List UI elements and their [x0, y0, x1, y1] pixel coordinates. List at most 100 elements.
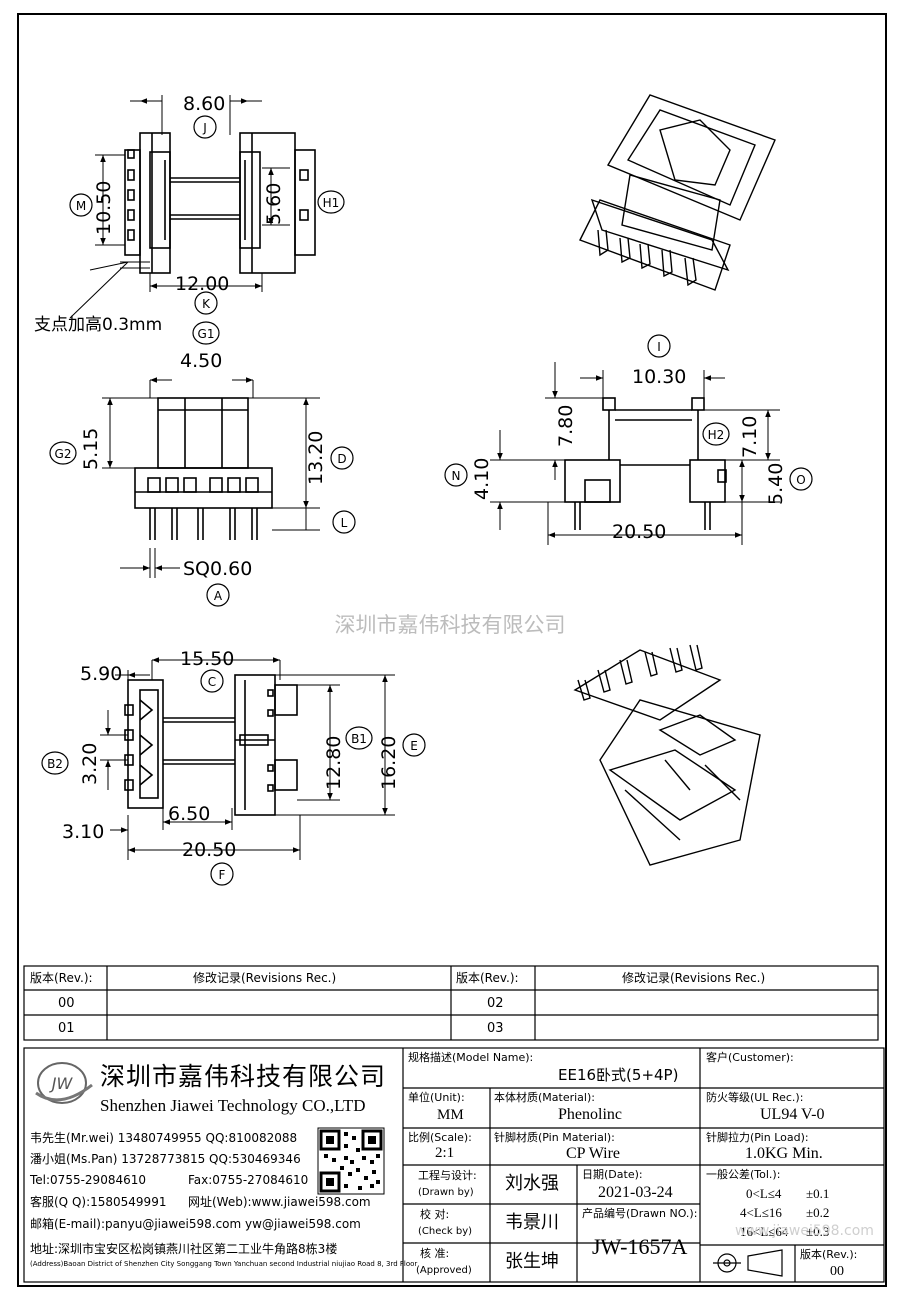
- logo-text: JW: [49, 1074, 74, 1093]
- customer-label: 客户(Customer):: [706, 1051, 794, 1064]
- dim-g2: 5.15: [80, 428, 102, 470]
- check-by-label-en: (Check by): [418, 1226, 473, 1237]
- isometric-bottom: [573, 644, 761, 866]
- material-label: 本体材质(Material):: [494, 1091, 595, 1104]
- dim-f2: 3.10: [62, 821, 104, 843]
- label-n: N: [452, 469, 461, 483]
- company-web: 网址(Web):www.jiawei598.com: [188, 1195, 371, 1209]
- dim-n: 4.10: [471, 458, 493, 500]
- dim-k: 12.00: [175, 273, 229, 295]
- tolerance-label: 一般公差(Tol.):: [706, 1168, 781, 1181]
- scale-value: 2:1: [435, 1145, 455, 1161]
- rec-header-left: 修改记录(Revisions Rec.): [193, 971, 337, 985]
- label-h1: H1: [323, 196, 340, 210]
- pin-material-value: CP Wire: [566, 1145, 621, 1162]
- dim-j: 8.60: [183, 93, 225, 115]
- ul-label: 防火等级(UL Rec.):: [706, 1091, 804, 1104]
- label-a: A: [214, 589, 223, 603]
- dim-d: 13.20: [305, 431, 327, 485]
- check-by-label: 校 对:: [420, 1208, 450, 1221]
- isometric-top: [579, 94, 776, 291]
- tol-value-1: ±0.2: [806, 1205, 830, 1220]
- watermark-web: www.jiawei598.com: [735, 1223, 874, 1239]
- material-value: Phenolinc: [558, 1106, 622, 1123]
- pin-material-label: 针脚材质(Pin Material):: [494, 1131, 615, 1144]
- rev-label: 版本(Rev.):: [800, 1248, 858, 1261]
- company-address-en: (Address)Baoan District of Shenzhen City…: [30, 1260, 418, 1268]
- dim-n1: 7.80: [555, 405, 577, 447]
- projection-symbol: [713, 1249, 783, 1277]
- dim-c1: 5.90: [80, 663, 122, 685]
- company-name-cn: 深圳市嘉伟科技有限公司: [100, 1062, 387, 1091]
- revision-table: [23, 965, 879, 1041]
- rev-left-0: 00: [58, 996, 75, 1011]
- model-name-label: 规格描述(Model Name):: [408, 1051, 534, 1064]
- check-by-value: 韦景川: [505, 1212, 559, 1233]
- dim-i2: 20.50: [612, 521, 666, 543]
- unit-value: MM: [437, 1107, 464, 1123]
- company-address-cn: 地址:深圳市宝安区松岗镇燕川社区第二工业牛角路8栋3楼: [30, 1242, 338, 1256]
- date-label: 日期(Date):: [582, 1168, 643, 1181]
- company-fax: Fax:0755-27084610: [188, 1173, 309, 1187]
- qr-code: [317, 1127, 385, 1195]
- drawn-no-value: JW-1657A: [592, 1234, 688, 1259]
- dim-g1: 4.50: [180, 350, 222, 372]
- drawn-no-label: 产品编号(Drawn NO.):: [582, 1207, 698, 1220]
- tol-range-0: 0<L≤4: [746, 1186, 782, 1201]
- date-value: 2021-03-24: [598, 1184, 673, 1201]
- rev-left-1: 01: [58, 1021, 75, 1036]
- company-name-en: Shenzhen Jiawei Technology CO.,LTD: [100, 1096, 366, 1115]
- label-g1: G1: [198, 327, 215, 341]
- rev-right-0: 02: [487, 996, 504, 1011]
- company-tel: Tel:0755-29084610: [30, 1173, 146, 1187]
- approved-label: 核 准:: [420, 1247, 450, 1260]
- dim-h1: 5.60: [263, 183, 285, 225]
- dim-o: 5.40: [765, 463, 787, 505]
- view-bottom: [124, 674, 298, 816]
- dim-a: SQ0.60: [183, 558, 252, 580]
- dim-c: 15.50: [180, 648, 234, 670]
- tol-value-2: ±0.3: [806, 1224, 830, 1239]
- scale-label: 比例(Scale):: [408, 1131, 472, 1144]
- label-j: J: [202, 121, 207, 135]
- label-d: D: [337, 452, 346, 466]
- pin-load-label: 针脚拉力(Pin Load):: [706, 1131, 809, 1144]
- dim-h2: 7.10: [739, 416, 761, 458]
- dim-f: 20.50: [182, 839, 236, 861]
- dim-b1: 12.80: [323, 736, 345, 790]
- label-l: L: [341, 516, 348, 530]
- label-c: C: [208, 675, 216, 689]
- dim-m: 10.50: [93, 181, 115, 235]
- approved-label-en: (Approved): [416, 1265, 472, 1276]
- ul-value: UL94 V-0: [760, 1106, 825, 1123]
- company-qq: 客服(Q Q):1580549991: [30, 1195, 167, 1209]
- drawn-by-label-en: (Drawn by): [418, 1187, 474, 1198]
- label-h2: H2: [708, 428, 725, 442]
- label-o: O: [796, 473, 805, 487]
- dim-f1: 6.50: [168, 803, 210, 825]
- label-b1: B1: [351, 732, 367, 746]
- drawn-by-label: 工程与设计:: [418, 1169, 477, 1182]
- rev-value: 00: [830, 1264, 844, 1279]
- label-b2: B2: [47, 757, 63, 771]
- pin-load-value: 1.0KG Min.: [745, 1145, 823, 1162]
- tol-range-2: 16<L≤64: [740, 1224, 789, 1239]
- label-i: I: [657, 340, 661, 354]
- drawn-by-value: 刘水强: [505, 1173, 559, 1194]
- unit-label: 单位(Unit):: [408, 1091, 465, 1104]
- tol-range-1: 4<L≤16: [740, 1205, 782, 1220]
- label-m: M: [76, 199, 86, 213]
- rev-header-right: 版本(Rev.):: [456, 971, 519, 985]
- dim-i: 10.30: [632, 366, 686, 388]
- rec-header-right: 修改记录(Revisions Rec.): [622, 971, 766, 985]
- approved-value: 张生坤: [505, 1251, 559, 1272]
- model-name-value: EE16卧式(5+4P): [558, 1066, 679, 1084]
- label-f: F: [219, 868, 226, 882]
- dim-e: 16.20: [378, 736, 400, 790]
- contact-pan: 潘小姐(Ms.Pan) 13728773815 QQ:530469346: [30, 1152, 301, 1166]
- view-side-right: [564, 397, 727, 530]
- note-support-raise: 支点加高0.3mm: [34, 315, 162, 335]
- rev-header-left: 版本(Rev.):: [30, 971, 93, 985]
- watermark-company: 深圳市嘉伟科技有限公司: [335, 613, 566, 637]
